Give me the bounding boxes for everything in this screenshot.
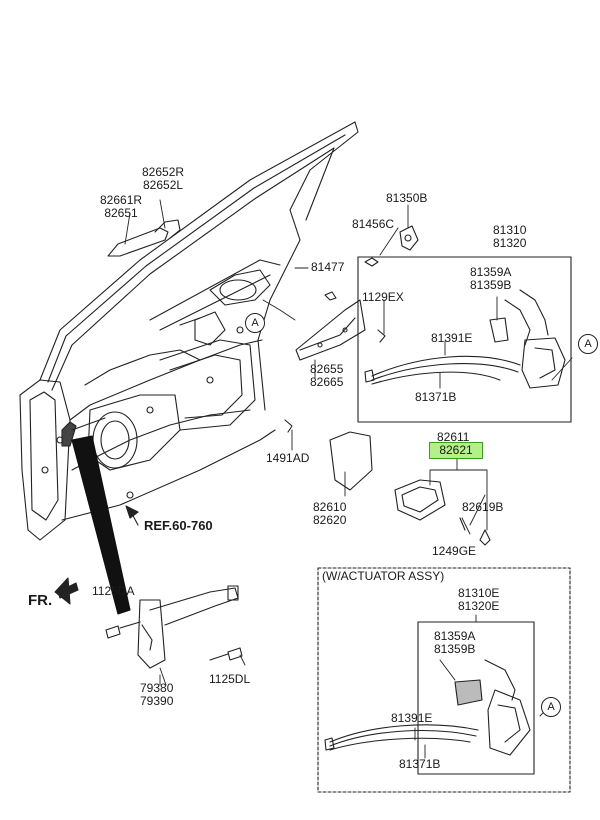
outside-handle [107, 219, 419, 361]
part-82619b-label: 82619B [462, 500, 504, 514]
part-81391e-lower-label: 81391E [391, 711, 433, 725]
part-82621-highlight[interactable]: 82621 [429, 442, 483, 459]
callout-a-actuator: A [541, 697, 561, 717]
ref-label: REF.60-760 [144, 518, 213, 533]
actuator-assembly [324, 659, 531, 756]
part-1125da-label: 1125DA [92, 584, 135, 598]
callout-a-latch: A [578, 334, 598, 354]
part-82621-label: 82621 [439, 443, 473, 457]
part-1491ad-label: 1491AD [266, 451, 310, 465]
part-1129ex-label: 1129EX [362, 290, 404, 304]
part-82611-label: 82611 [437, 430, 470, 444]
part-81391e-label: 81391E [431, 331, 473, 345]
part-81477-label: 81477 [311, 260, 345, 274]
door-frame [19, 121, 359, 541]
callout-a-door: A [245, 313, 265, 333]
part-81371b-lower-label: 81371B [399, 757, 441, 771]
leader-lines [124, 199, 573, 759]
actuator-assy-caption: (W/ACTUATOR ASSY) [322, 569, 445, 583]
front-indicator: FR. [28, 592, 53, 609]
part-1249ge-label: 1249GE [432, 544, 477, 558]
inside-handle [284, 419, 491, 546]
part-1125dl-label: 1125DL [209, 672, 251, 686]
latch-assembly [364, 289, 566, 389]
door-check [61, 417, 243, 669]
part-81371b-label: 81371B [415, 390, 457, 404]
part-81456c-label: 81456C [352, 217, 395, 231]
part-81350b-label: 81350B [386, 191, 428, 205]
